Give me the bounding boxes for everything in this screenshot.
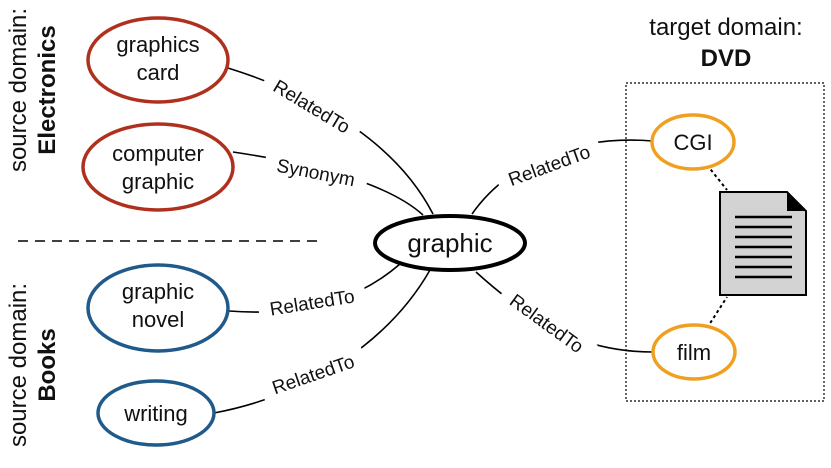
link-film-document: [706, 296, 728, 329]
target-domain-box: [625, 82, 825, 402]
target-domain-name: DVD: [701, 45, 752, 72]
svg-text:graphic: graphic: [407, 228, 492, 258]
node-writing: writing: [96, 379, 216, 447]
link-cgi-document: [706, 164, 728, 191]
source-domain-books: source domain: Books: [5, 283, 61, 447]
node-graphic-center: graphic: [373, 214, 527, 272]
svg-text:graphics: graphics: [116, 32, 199, 57]
svg-text:graphic: graphic: [122, 169, 194, 194]
svg-text:RelatedTo: RelatedTo: [506, 142, 594, 191]
node-graphics-card: graphics card: [86, 16, 230, 104]
svg-text:card: card: [137, 60, 180, 85]
svg-text:novel: novel: [132, 307, 185, 332]
svg-text:writing: writing: [123, 401, 188, 426]
svg-text:RelatedTo: RelatedTo: [269, 76, 353, 138]
svg-text:source domain:: source domain:: [5, 8, 32, 172]
edge-label-graphics-card: RelatedTo: [259, 67, 365, 145]
svg-text:film: film: [677, 340, 711, 365]
svg-text:source domain:: source domain:: [5, 283, 32, 447]
svg-text:CGI: CGI: [673, 130, 712, 155]
edge-label-film: RelatedTo: [496, 281, 598, 365]
svg-text:RelatedTo: RelatedTo: [270, 352, 358, 400]
node-computer-graphic: computer graphic: [81, 122, 235, 212]
edge-label-graphic-novel: RelatedTo: [256, 281, 368, 323]
svg-text:Electronics: Electronics: [34, 25, 61, 154]
svg-text:graphic: graphic: [122, 279, 194, 304]
node-film: film: [651, 323, 737, 381]
edge-graphics-card: [227, 67, 434, 215]
document-icon: [719, 191, 807, 296]
node-graphic-novel: graphic novel: [86, 263, 230, 353]
edge-label-computer-graphic: Synonym: [262, 150, 370, 194]
source-domain-electronics: source domain: Electronics: [5, 8, 61, 172]
svg-text:computer: computer: [112, 141, 204, 166]
svg-text:RelatedTo: RelatedTo: [505, 291, 587, 358]
edge-label-writing: RelatedTo: [258, 345, 368, 403]
edge-label-cgi: RelatedTo: [494, 135, 604, 195]
svg-text:Books: Books: [34, 328, 61, 401]
target-domain-caption: target domain:: [649, 14, 802, 41]
node-cgi: CGI: [650, 113, 736, 171]
